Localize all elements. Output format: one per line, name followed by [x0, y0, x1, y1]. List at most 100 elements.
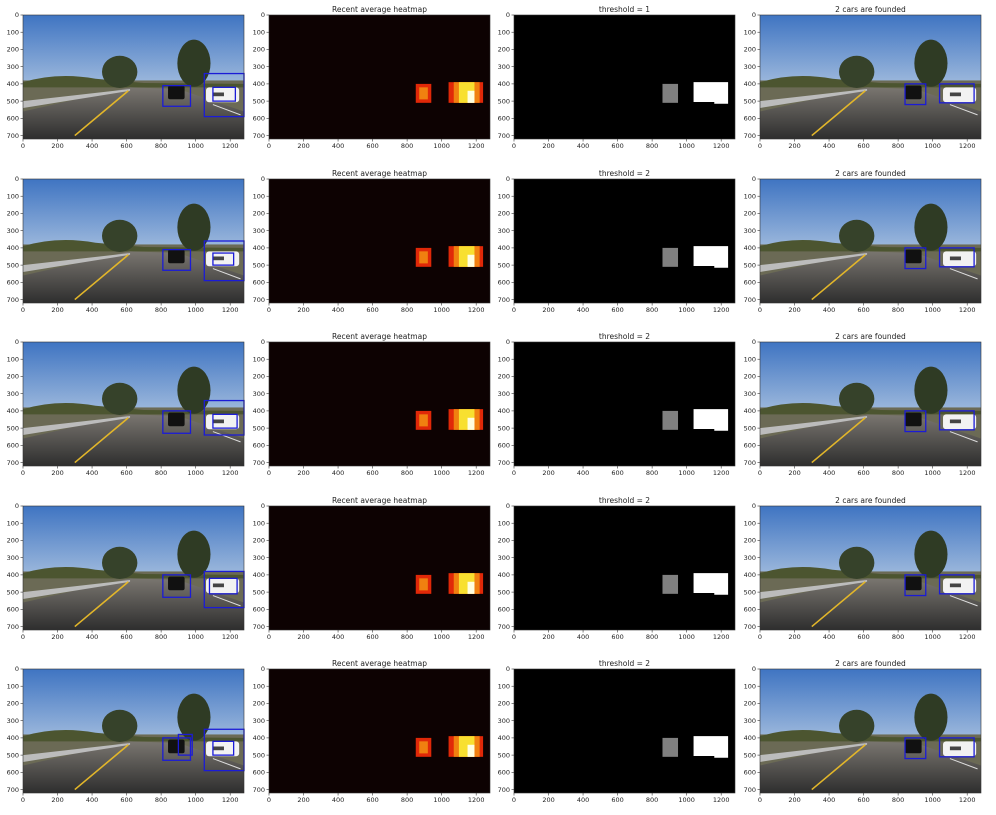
mask-blob-gray: [662, 247, 679, 267]
guard-rail: [23, 89, 131, 108]
x-tick-label: 400: [577, 796, 589, 804]
x-tick-label: 1000: [433, 142, 450, 150]
y-tick-label: 0: [15, 175, 19, 183]
y-tick-label: 500: [744, 588, 756, 596]
tree: [914, 366, 948, 414]
x-tick-label: 400: [823, 469, 835, 477]
plot-frame: [513, 14, 736, 140]
x-tick-label: 600: [857, 633, 869, 641]
x-tick-label: 600: [366, 306, 378, 314]
detection-box: [904, 410, 927, 433]
x-tick-label: 200: [51, 469, 63, 477]
y-tick-label: 600: [7, 279, 19, 287]
detection-box: [162, 248, 192, 271]
detection-box: [938, 574, 975, 595]
x-tick-label: 0: [21, 469, 25, 477]
y-tick-label: 300: [744, 390, 756, 398]
x-tick-label: 0: [512, 469, 516, 477]
y-tick-label: 100: [744, 519, 756, 527]
x-tick-label: 200: [297, 306, 309, 314]
x-tick-label: 1000: [924, 633, 941, 641]
guard-rail: [760, 580, 868, 599]
road: [23, 414, 244, 466]
y-tick-label: 200: [7, 700, 19, 708]
y-tick-label: 300: [253, 63, 265, 71]
threshold-title: threshold = 2: [599, 659, 650, 668]
plot-frame: [759, 668, 982, 794]
car-window: [212, 92, 224, 97]
y-tick-label: 100: [253, 192, 265, 200]
y-tick-label: 600: [7, 442, 19, 450]
y-tick-label: 300: [744, 554, 756, 562]
result-title: 2 cars are founded: [835, 5, 906, 14]
y-tick-label: 700: [744, 459, 756, 467]
x-tick-label: 400: [577, 306, 589, 314]
guard-rail: [23, 416, 131, 435]
x-tick-label: 1200: [713, 142, 730, 150]
x-tick-label: 800: [155, 142, 167, 150]
lane-line: [949, 268, 978, 280]
threshold-title: threshold = 2: [599, 169, 650, 178]
y-tick-label: 100: [744, 682, 756, 690]
x-tick-label: 600: [611, 306, 623, 314]
y-tick-label: 700: [744, 786, 756, 794]
tree: [177, 39, 211, 87]
plot-frame: [22, 14, 245, 140]
car-window: [212, 583, 224, 588]
y-tick-label: 600: [744, 279, 756, 287]
lane-line: [212, 595, 241, 607]
car-dark: [168, 576, 185, 591]
x-tick-label: 800: [646, 796, 658, 804]
y-tick-label: 100: [498, 355, 510, 363]
y-tick-label: 400: [744, 244, 756, 252]
car-dark: [905, 412, 922, 427]
y-tick-label: 100: [7, 355, 19, 363]
threshold-title: threshold = 2: [599, 332, 650, 341]
lane-line: [811, 417, 866, 464]
y-tick-label: 0: [506, 175, 510, 183]
tree: [914, 530, 948, 578]
heatmap-title: Recent average heatmap: [332, 659, 427, 668]
guard-rail: [760, 89, 868, 108]
x-tick-label: 800: [401, 796, 413, 804]
lane-line: [811, 744, 866, 791]
mask-blob-white: [693, 82, 729, 104]
y-tick-label: 400: [7, 734, 19, 742]
y-tick-label: 500: [498, 97, 510, 105]
x-tick-label: 600: [857, 796, 869, 804]
guard-rail: [760, 416, 868, 435]
y-tick-label: 100: [7, 682, 19, 690]
heat-blob-core: [419, 251, 428, 264]
x-tick-label: 0: [21, 633, 25, 641]
detection-box: [904, 737, 927, 760]
threshold-title: threshold = 1: [599, 5, 650, 14]
x-tick-label: 200: [788, 796, 800, 804]
mask-blob-gray: [662, 737, 679, 757]
y-tick-label: 500: [253, 751, 265, 759]
y-tick-label: 200: [744, 210, 756, 218]
lane-line: [811, 254, 866, 301]
y-tick-label: 600: [744, 769, 756, 777]
x-tick-label: 600: [366, 142, 378, 150]
x-tick-label: 800: [155, 796, 167, 804]
y-tick-label: 0: [15, 502, 19, 510]
y-tick-label: 400: [253, 407, 265, 415]
x-tick-label: 0: [21, 142, 25, 150]
y-tick-label: 600: [253, 115, 265, 123]
x-tick-label: 1200: [468, 142, 485, 150]
x-tick-label: 200: [51, 633, 63, 641]
x-tick-label: 600: [120, 142, 132, 150]
x-tick-label: 800: [646, 142, 658, 150]
y-tick-label: 300: [498, 717, 510, 725]
x-tick-label: 400: [332, 633, 344, 641]
x-tick-label: 200: [788, 469, 800, 477]
detection-box: [162, 737, 192, 761]
x-tick-label: 1200: [468, 633, 485, 641]
y-tick-label: 700: [253, 296, 265, 304]
x-tick-label: 800: [155, 633, 167, 641]
